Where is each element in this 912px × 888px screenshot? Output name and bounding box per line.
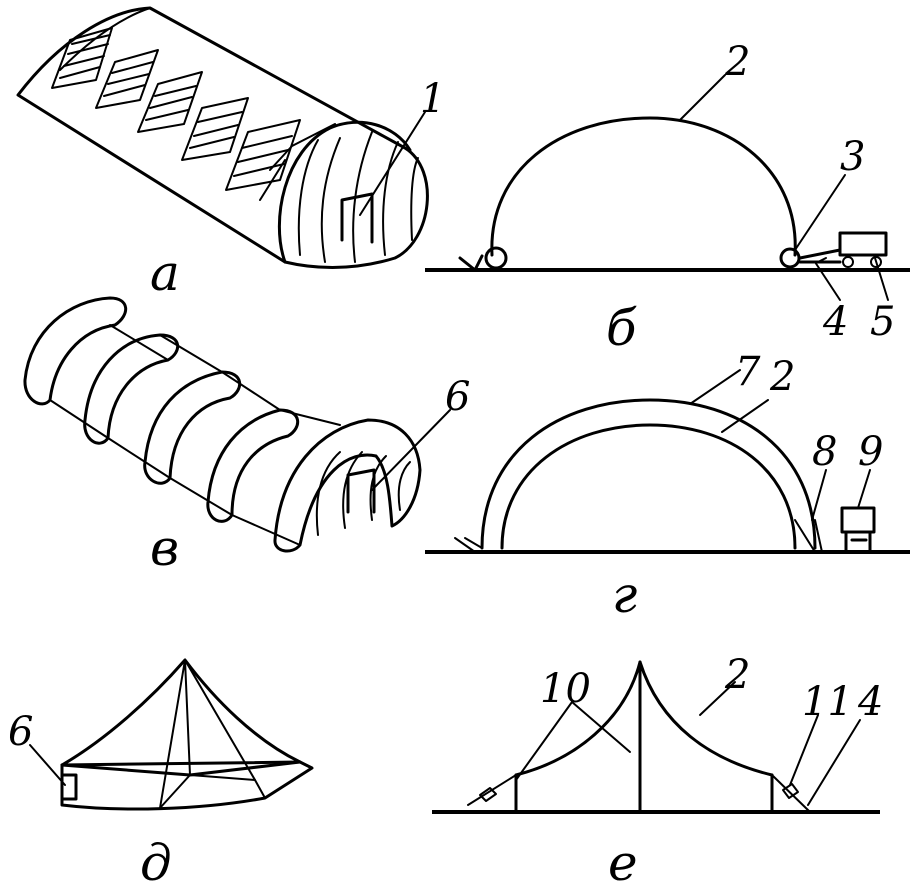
leader-6v <box>371 409 451 491</box>
panel-g-label-7: 7 <box>735 349 761 395</box>
leader-4b <box>814 261 841 301</box>
panel-g-label-2: 2 <box>769 354 795 400</box>
panel-v-caption: в <box>150 519 179 577</box>
panel-e-caption: е <box>608 834 638 888</box>
panel-b-caption: б <box>606 299 637 357</box>
panel-a-label-1: 1 <box>420 76 445 122</box>
panel-b-label-2: 2 <box>724 39 750 85</box>
leader-6d <box>29 744 66 786</box>
panel-b-label-4: 4 <box>822 299 848 345</box>
leader-2g <box>721 399 769 433</box>
door-6d-icon <box>60 773 78 801</box>
leader-4e <box>807 719 861 806</box>
panel-g-label-8: 8 <box>812 429 837 475</box>
panel-g-caption: г <box>612 566 637 624</box>
panel-e-label-2: 2 <box>724 652 750 698</box>
leader-11 <box>789 714 819 786</box>
leader-7 <box>689 369 741 405</box>
leader-2e <box>699 681 736 716</box>
leader-3 <box>794 174 846 251</box>
panel-b-drawing <box>425 116 910 272</box>
panel-e-label-11: 11 <box>802 679 853 725</box>
panel-e-label-4: 4 <box>857 679 883 725</box>
panel-d-drawing <box>60 658 314 811</box>
leader-8 <box>811 469 827 521</box>
panel-b-label-5: 5 <box>870 299 895 345</box>
leader-10a <box>515 701 573 781</box>
panel-v-label-6: 6 <box>445 374 470 420</box>
panel-a-drawing <box>16 6 429 269</box>
panel-e-label-10: 10 <box>540 666 591 712</box>
leader-2b <box>679 74 726 121</box>
leader-9 <box>857 469 871 509</box>
panel-e-drawing <box>432 660 880 814</box>
panel-g-drawing <box>425 398 910 554</box>
panel-g-label-9: 9 <box>858 429 883 475</box>
panel-d-caption: д <box>140 834 172 888</box>
door-1-icon <box>340 192 374 244</box>
panel-d-label-6: 6 <box>8 709 33 755</box>
door-6-icon <box>346 468 376 514</box>
panel-a-caption: а <box>150 244 180 302</box>
leader-5 <box>874 257 889 301</box>
panel-v-drawing <box>23 296 422 553</box>
leader-10b <box>571 701 631 753</box>
panel-b-label-3: 3 <box>840 134 865 180</box>
leader-1 <box>359 111 426 216</box>
